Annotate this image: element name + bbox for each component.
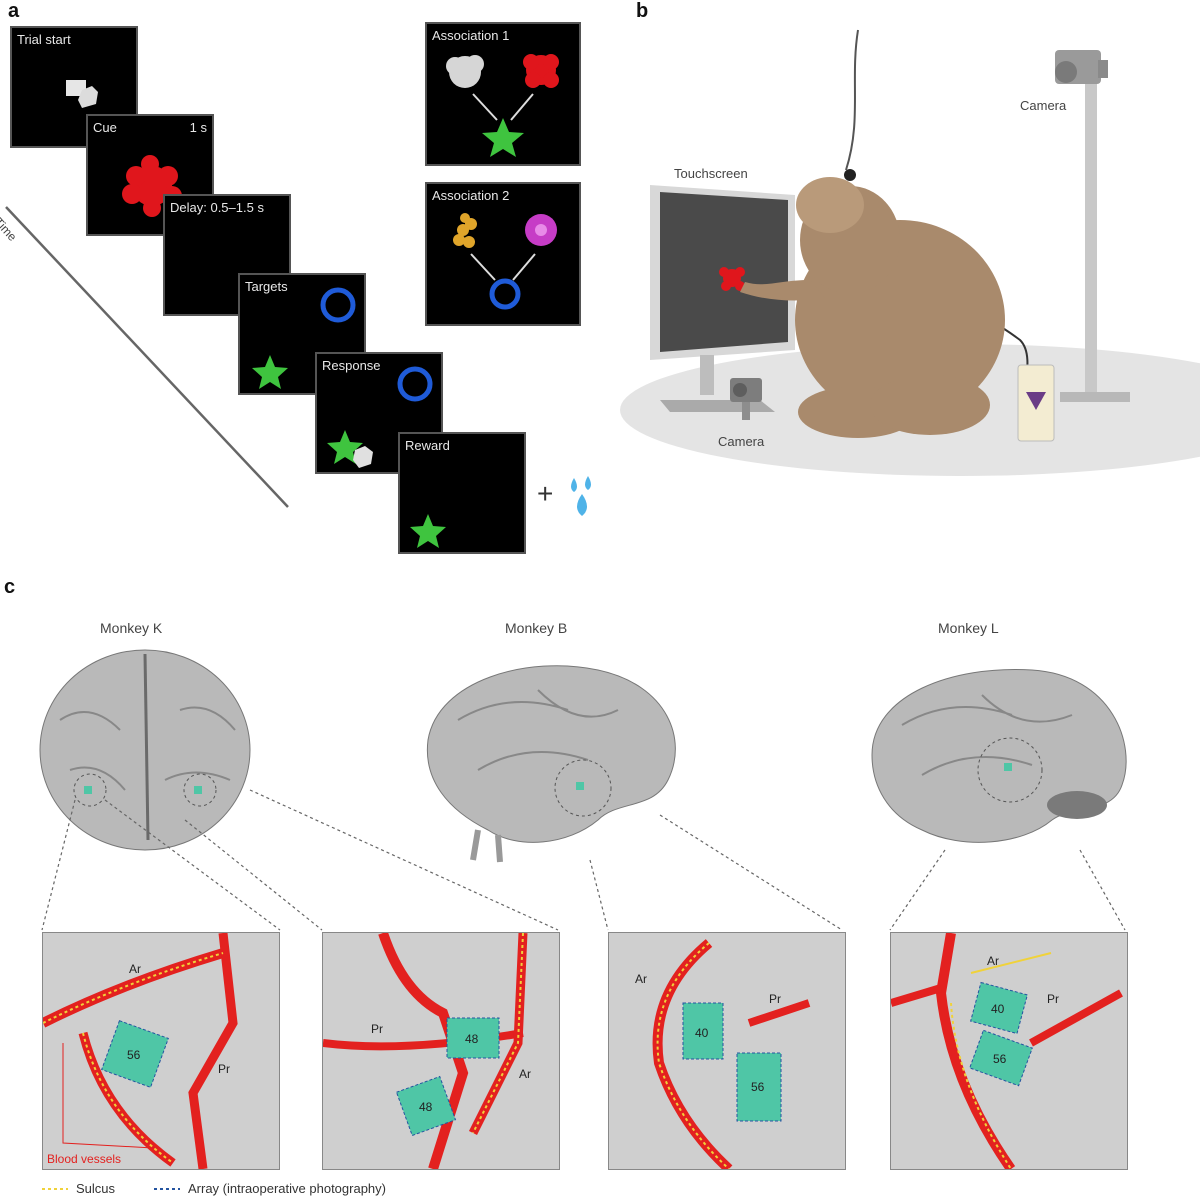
monkey-l-label: Monkey L — [938, 620, 999, 636]
response-screen: Response — [315, 352, 443, 474]
hand-icon — [66, 80, 98, 108]
association-2-diagram — [453, 213, 557, 310]
association-label: Association 2 — [432, 188, 510, 203]
zoom-4-map: 40 56 Ar Pr — [891, 933, 1127, 1169]
array-label: 56 — [751, 1080, 765, 1094]
zoom-3-map: 40 56 Ar Pr — [609, 933, 845, 1169]
camera-top-label: Camera — [1020, 98, 1067, 113]
association-2-screen: Association 2 — [425, 182, 581, 326]
monkey-k-label: Monkey K — [100, 620, 163, 636]
legend-sulcus: Sulcus — [76, 1181, 116, 1196]
monkey-figure — [740, 177, 1005, 438]
sulcus-label: Ar — [129, 962, 141, 976]
association-1-screen: Association 1 — [425, 22, 581, 166]
sulcus-label: Pr — [769, 992, 781, 1006]
reward-screen: Reward — [398, 432, 526, 554]
array-label: 40 — [991, 1002, 1005, 1016]
array-label: 40 — [695, 1026, 709, 1040]
array-label: 48 — [419, 1100, 433, 1114]
monkey-b-label: Monkey B — [505, 620, 568, 636]
sulcus-label: Pr — [1047, 992, 1059, 1006]
setup-illustration: Touchscreen Camera Camera — [620, 29, 1200, 476]
brain-monkey-l — [871, 668, 1127, 843]
water-drops-icon — [571, 476, 591, 516]
sulcus-label: Pr — [371, 1022, 383, 1036]
screen-label: Reward — [405, 438, 450, 453]
brain-monkey-b — [426, 665, 676, 863]
zoom-panel-monkey-k-left: 56 Ar Pr Blood vessels — [42, 932, 280, 1170]
screen-label: Delay: 0.5–1.5 s — [170, 200, 264, 215]
camera-bottom-label: Camera — [718, 434, 765, 449]
panel-letter-c: c — [4, 576, 16, 598]
brain-monkey-k — [39, 649, 251, 851]
sulcus-label: Ar — [987, 954, 999, 968]
reward-device — [1017, 364, 1055, 442]
zoom-panel-monkey-k-right: 48 48 Pr Ar — [322, 932, 560, 1170]
cue-duration: 1 s — [189, 120, 207, 135]
zoom-panel-monkey-b: 40 56 Ar Pr — [608, 932, 846, 1170]
sulcus-legend-swatch — [42, 1188, 68, 1190]
screen-label: Trial start — [17, 32, 71, 47]
array-label: 48 — [465, 1032, 479, 1046]
blood-vessels-label: Blood vessels — [47, 1152, 121, 1166]
panel-letter-a: a — [8, 0, 20, 22]
zoom-2-map: 48 48 Pr Ar — [323, 933, 559, 1169]
panel-letter-b: b — [636, 0, 649, 22]
screen-label: Cue — [93, 120, 117, 135]
zoom-1-map: 56 Ar Pr Blood vessels — [43, 933, 279, 1169]
green-star-target — [252, 355, 288, 389]
blue-ring-target — [320, 287, 356, 323]
screen-label: Targets — [245, 279, 288, 294]
screen-label: Response — [322, 358, 381, 373]
legend-array: Array (intraoperative photography) — [188, 1181, 386, 1196]
blue-ring-target — [397, 366, 433, 402]
touchscreen-label: Touchscreen — [674, 166, 748, 181]
association-label: Association 1 — [432, 28, 510, 43]
green-star-icon — [410, 514, 446, 548]
touching-star-icon — [327, 430, 373, 468]
array-label: 56 — [127, 1048, 141, 1062]
time-arrow — [5, 206, 289, 508]
sulcus-label: Pr — [218, 1062, 230, 1076]
sulcus-label: Ar — [519, 1067, 531, 1081]
zoom-panel-monkey-l: 40 56 Ar Pr — [890, 932, 1128, 1170]
bottom-camera-icon — [730, 378, 762, 420]
array-legend-swatch — [154, 1188, 180, 1190]
top-camera-icon — [1055, 50, 1108, 84]
association-1-diagram — [446, 54, 559, 157]
plus-sign: + — [537, 478, 554, 509]
sulcus-label: Ar — [635, 972, 647, 986]
array-label: 56 — [993, 1052, 1007, 1066]
